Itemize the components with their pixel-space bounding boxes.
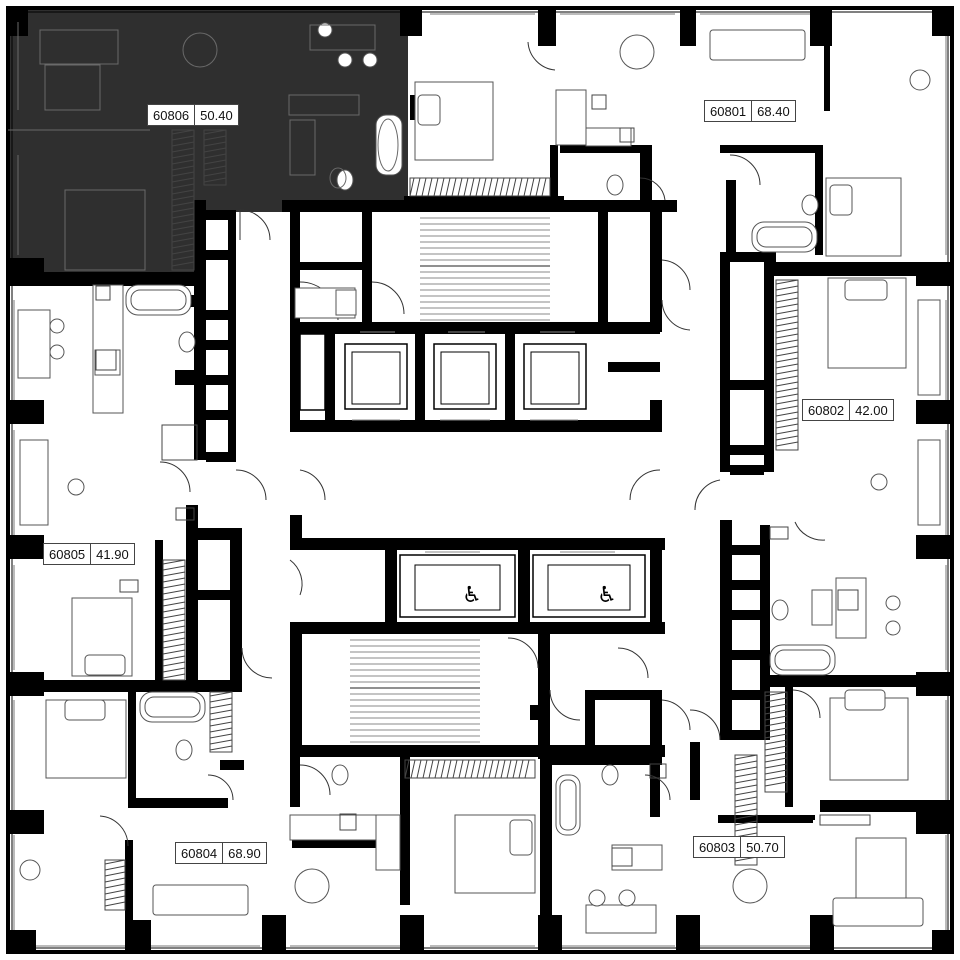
unit-id: 60801 xyxy=(705,101,753,121)
wheelchair-icon: ♿ xyxy=(458,580,486,608)
wheelchair-icon: ♿ xyxy=(593,580,621,608)
appliance-icons xyxy=(95,94,871,867)
unit-area: 68.40 xyxy=(757,103,790,119)
beds xyxy=(45,81,909,899)
svg-text:♿: ♿ xyxy=(597,583,617,608)
unit-id: 60805 xyxy=(44,544,92,564)
lift-marks xyxy=(352,331,615,553)
facade xyxy=(6,6,954,954)
unit-id: 60804 xyxy=(176,843,224,863)
unit-label-60806[interactable]: 60806 50.40 xyxy=(147,104,239,126)
unit-60806-furniture xyxy=(8,22,399,271)
unit-id: 60803 xyxy=(694,837,742,857)
unit-area: 50.70 xyxy=(746,839,779,855)
unit-id: 60806 xyxy=(148,105,196,125)
unit-label-60804[interactable]: 60804 68.90 xyxy=(175,842,267,864)
unit-id: 60802 xyxy=(803,400,851,420)
unit-area: 42.00 xyxy=(855,402,888,418)
fixtures xyxy=(17,22,941,934)
unit-area: 41.90 xyxy=(96,546,129,562)
unit-label-60802[interactable]: 60802 42.00 xyxy=(802,399,894,421)
windows xyxy=(13,13,947,947)
elevator-shafts xyxy=(299,333,646,618)
wardrobes xyxy=(104,129,799,911)
unit-label-60805[interactable]: 60805 41.90 xyxy=(43,543,135,565)
unit-label-60803[interactable]: 60803 50.70 xyxy=(693,836,785,858)
dining-tables xyxy=(19,29,931,927)
stairs xyxy=(350,217,550,743)
unit-area: 68.90 xyxy=(228,845,261,861)
unit-60806-area[interactable] xyxy=(8,8,408,272)
unit-area: 50.40 xyxy=(200,107,233,123)
svg-text:♿: ♿ xyxy=(462,583,482,608)
unit-label-60801[interactable]: 60801 68.40 xyxy=(704,100,796,122)
walls xyxy=(8,46,952,927)
